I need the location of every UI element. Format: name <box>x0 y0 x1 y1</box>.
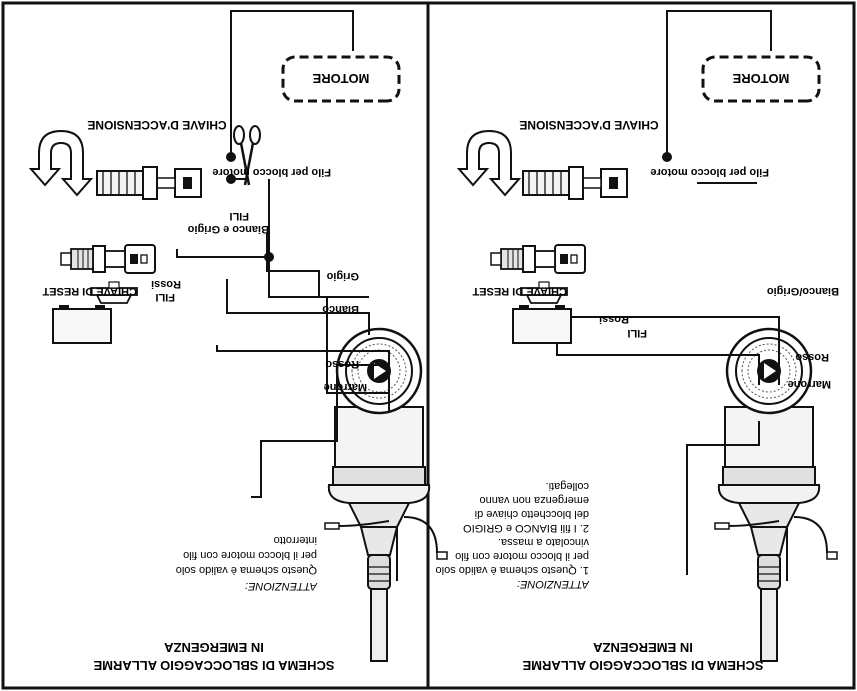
rossi-label: Rossi <box>151 278 181 290</box>
panel-2-note-line: Questo schema è valido solo <box>176 564 317 576</box>
rossi-label: Rossi <box>599 313 629 325</box>
panel-1-note-line: emergenza non vanno <box>480 494 589 506</box>
grigio-label: Grigio <box>326 270 359 282</box>
battery-icon <box>512 304 572 344</box>
panel-1-note-heading: ATTENZIONE: <box>517 578 590 590</box>
chiave-accensione-label: CHIAVE D'ACCENSIONE <box>519 118 658 132</box>
fili-label: FILI <box>627 327 647 339</box>
panel-1-title-line2: IN EMERGENZA <box>593 640 693 655</box>
rosso-label: Rosso <box>325 358 359 370</box>
rosso-label: Rosso <box>795 351 829 363</box>
panel-2-title-line1: SCHEMA DI SBLOCCAGGIO ALLARME <box>93 658 334 673</box>
bianco-grigio-label: Bianco/Grigio <box>767 285 839 297</box>
filo-blocco-label: Filo per blocco motore <box>650 166 769 178</box>
panel-2-note: ATTENZIONE: Questo schema è valido solo … <box>176 534 318 592</box>
chiave-reset-label: CHIAVE DI RESET <box>42 285 137 297</box>
ignition-key-icon <box>522 166 628 200</box>
panel-1-note-line: vincolato a massa. <box>498 536 589 548</box>
panel-1-note-line: 2. I fili BIANCO e GRIGIO <box>463 522 589 534</box>
bianco-label: Bianco <box>322 303 359 315</box>
panel-2-wires <box>176 10 390 498</box>
panel-1-note-line: del blocchetto chiave di <box>475 508 589 520</box>
marrone-label: Marrone <box>788 378 831 390</box>
panel-1-title-line1: SCHEMA DI SBLOCCAGGIO ALLARME <box>522 658 763 673</box>
fili-bianco-grigio-label: Bianco e Grigio <box>187 223 269 235</box>
battery-icon <box>52 304 112 344</box>
fili-label: FILI <box>155 291 175 303</box>
motore-label: MOTORE <box>312 71 369 86</box>
rotation-arrows-icon <box>30 130 92 196</box>
panel-2-title-line2: IN EMERGENZA <box>164 640 264 655</box>
panel-1-note-line: collegati. <box>546 480 589 492</box>
marrone-label: Marrone <box>324 381 367 393</box>
fili-bianco-grigio-label: FILI <box>229 210 249 222</box>
ignition-key-icon <box>96 166 202 200</box>
rotation-arrows-icon <box>458 130 520 196</box>
chiave-accensione-label: CHIAVE D'ACCENSIONE <box>87 118 226 132</box>
panel-2: SCHEMA DI SBLOCCAGGIO ALLARME IN EMERGEN… <box>30 10 449 673</box>
panel-2-note-line: per il blocco motore con filo <box>183 549 317 561</box>
panel-1: SCHEMA DI SBLOCCAGGIO ALLARME IN EMERGEN… <box>436 10 839 673</box>
panel-2-note-line: interrotto <box>274 534 317 546</box>
filo-blocco-label: Filo per blocco motore <box>212 166 331 178</box>
panel-2-note-heading: ATTENZIONE: <box>245 580 318 592</box>
motore-box <box>281 55 401 103</box>
panel-1-note: ATTENZIONE: 1. Questo schema è valido so… <box>436 480 590 590</box>
motore-label: MOTORE <box>732 71 789 86</box>
panel-1-note-line: per il blocco motore con filo <box>455 550 589 562</box>
chiave-reset-label: CHIAVE DI RESET <box>472 285 567 297</box>
panel-1-note-line: 1. Questo schema è valido solo <box>436 564 589 576</box>
motore-box <box>701 55 821 103</box>
